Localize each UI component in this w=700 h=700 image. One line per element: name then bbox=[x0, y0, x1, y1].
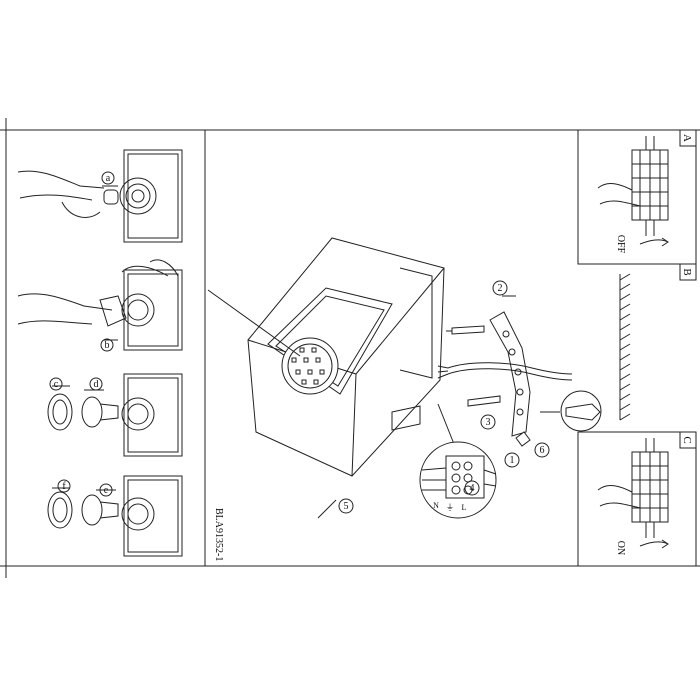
terminal-labels: N ⏚ L bbox=[433, 501, 466, 512]
callout-1: 1 bbox=[510, 455, 515, 466]
step2-label-b: b bbox=[105, 340, 110, 351]
step3-illustration bbox=[47, 373, 183, 457]
panel-c-letter: C bbox=[681, 436, 693, 443]
callout-5: 5 bbox=[344, 501, 349, 512]
step2-illustration bbox=[17, 259, 183, 351]
left-steps-panel bbox=[17, 149, 183, 557]
step1-illustration bbox=[17, 149, 183, 243]
panel-c-switch bbox=[597, 438, 669, 549]
mounting-plate bbox=[399, 267, 433, 379]
callout-4: 4 bbox=[470, 483, 475, 494]
screw-top bbox=[451, 325, 485, 335]
panel-c-frame bbox=[577, 431, 697, 567]
led-module bbox=[281, 337, 339, 395]
step1-label-a: a bbox=[106, 173, 111, 184]
callout-2: 2 bbox=[498, 283, 503, 294]
panel-a-letter: A bbox=[681, 134, 693, 142]
wall-plug bbox=[565, 403, 601, 421]
screw-middle bbox=[467, 395, 501, 407]
panel-a-switch bbox=[597, 136, 669, 247]
terminal-label-l: L bbox=[462, 503, 467, 512]
wall-bracket bbox=[489, 311, 531, 437]
callout-3: 3 bbox=[486, 417, 491, 428]
step-letter-labels: a b c d f e bbox=[49, 171, 115, 497]
main-fixture-illustration bbox=[207, 237, 445, 477]
fixture-body bbox=[247, 237, 445, 477]
terminal-label-n: N bbox=[433, 501, 439, 510]
callouts: 2 3 1 6 5 4 bbox=[317, 280, 550, 519]
panel-b-letter: B bbox=[681, 268, 693, 275]
wall-bracket-assembly bbox=[437, 311, 602, 447]
panel-b-wall bbox=[619, 273, 631, 421]
panel-labels: A B C OFF ON bbox=[615, 134, 693, 555]
step3-label-d: d bbox=[94, 379, 99, 390]
terminal-block-detail bbox=[419, 403, 497, 519]
step4-illustration bbox=[47, 475, 183, 557]
step4-label-f: f bbox=[62, 481, 66, 492]
step4-label-e: e bbox=[104, 485, 109, 496]
panel-a-frame bbox=[577, 129, 697, 265]
power-cable bbox=[447, 362, 573, 375]
model-code: BLA91352-1 bbox=[213, 508, 224, 561]
panel-a-caption: OFF bbox=[615, 235, 626, 254]
step3-label-c: c bbox=[54, 379, 59, 390]
led-chips bbox=[291, 347, 325, 385]
panel-c-caption: ON bbox=[615, 541, 626, 555]
terminal-label-earth: ⏚ bbox=[446, 503, 454, 512]
right-panels bbox=[577, 129, 697, 567]
callout-6: 6 bbox=[540, 445, 545, 456]
